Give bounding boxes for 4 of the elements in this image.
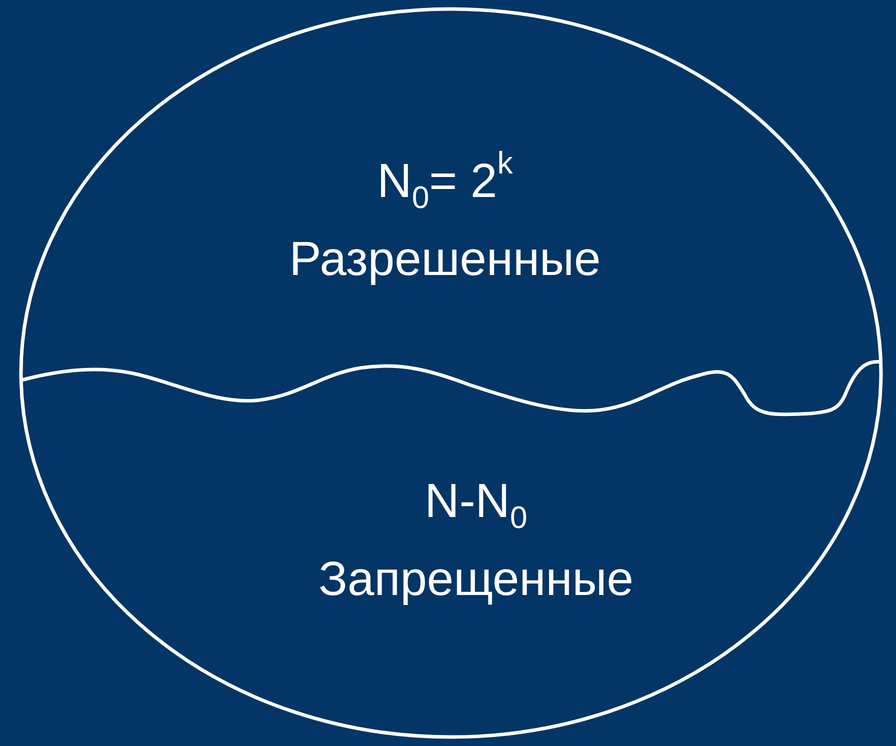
region-label: Разрешенные [289,232,601,288]
formula-text: N-N$_{0}$ [424,474,528,537]
region-label: Запрещенные [318,552,634,608]
formula-text: N$_{0}$= 2$^{k}$ [377,144,513,217]
